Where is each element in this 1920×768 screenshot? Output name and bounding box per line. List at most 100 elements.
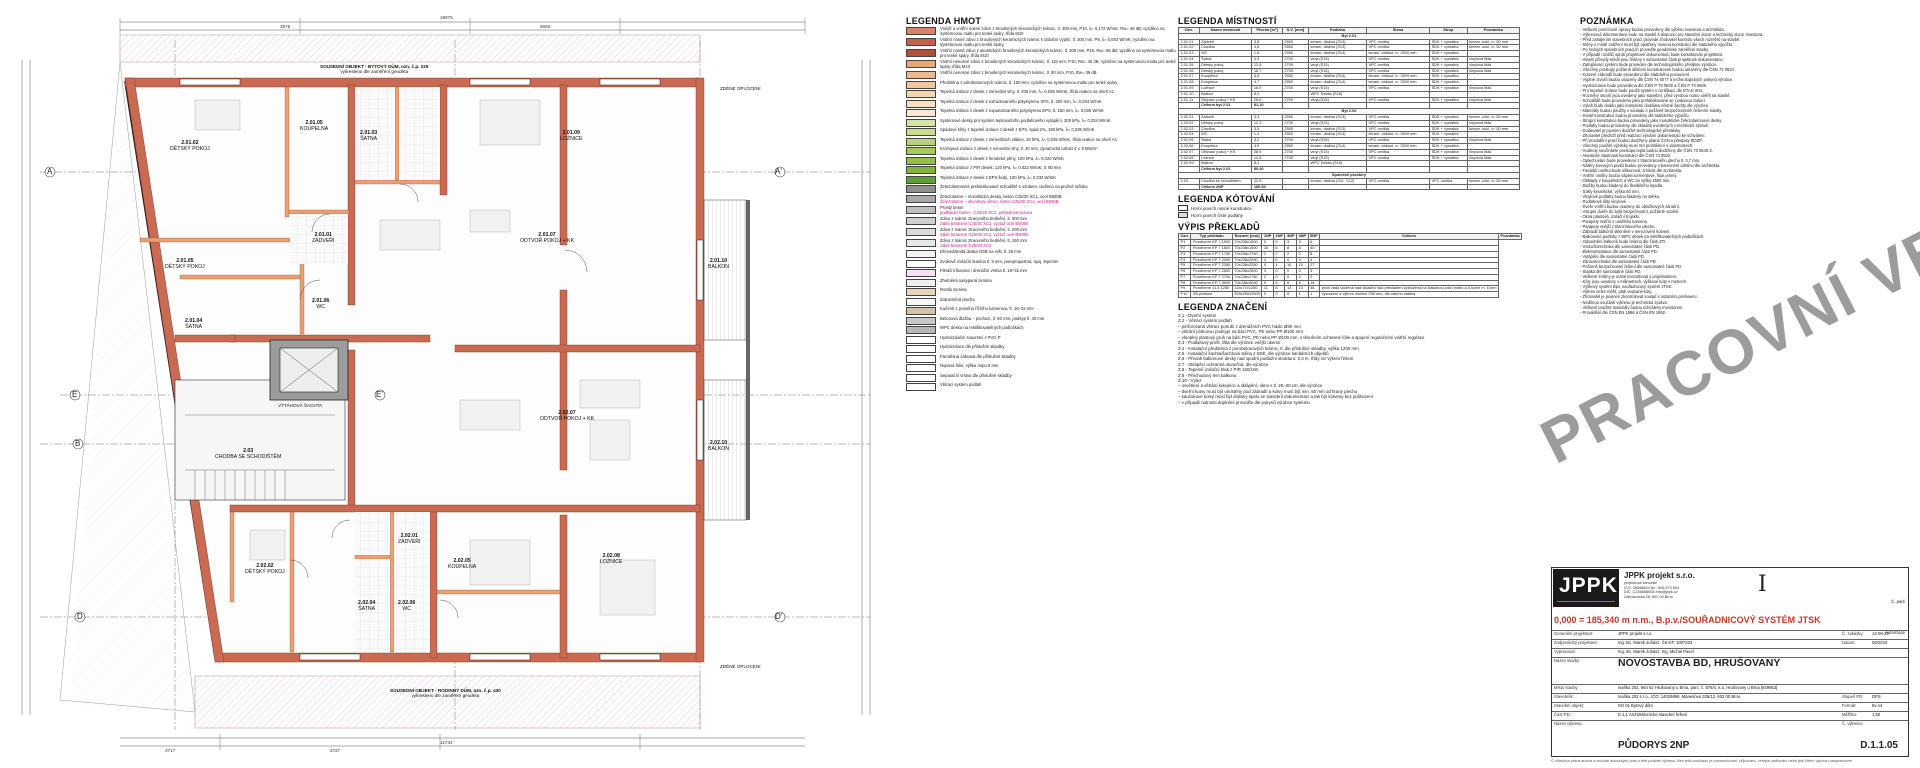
notes-list: - Veškeré povrchové úpravy budou provede… (1580, 27, 1910, 315)
axis-label-a: A (47, 167, 53, 176)
symbol-legend-item: Z.9 - Přechodový lem balkonu (1178, 372, 1237, 378)
dim-top-b: 6650 (540, 24, 551, 29)
material-swatch-icon (906, 166, 936, 175)
table-header: Poznámka (1497, 233, 1523, 241)
symbol-legend-item: Z.8 - Tepelně izolační blok z PIR 160/16… (1178, 367, 1258, 373)
axis-label-e-prime: E' (376, 390, 383, 399)
material-swatch-icon (906, 147, 936, 156)
note-line: - Parapety vnější z titanzinkového plech… (1580, 223, 1656, 229)
material-legend-item: Tepelná izolace z desek z minerální vlny… (906, 89, 1176, 99)
note-line: - Vzduchotechnika dle samostatné části P… (1580, 244, 1661, 250)
material-swatch-icon (906, 128, 936, 137)
dim-top-total: 19875 (440, 15, 453, 20)
title-block-row: Místo stavby:Ivaňka 202, 664 62 Hrušovan… (1552, 684, 1908, 693)
axis-label-b: B (75, 439, 81, 448)
altitude-reference: 0,000 = 185,340 m n.m., B.p.v./SOUŘADNIC… (1554, 615, 1821, 625)
note-fence-bottom: ZDĚNÉ OPLOCENÍ (720, 664, 761, 669)
material-swatch-icon (906, 250, 936, 259)
note-line: - Statika dle samostatné části PD. (1580, 269, 1642, 275)
note-line: - Sokly keramické, výška 50 mm. (1580, 188, 1640, 194)
material-legend-item: Dřevovláknitá deska OSB na rošt, tl. 25 … (906, 249, 1176, 259)
symbol-legend-item: Z.5 - Instalační šachta/šachtová stěna z… (1178, 350, 1329, 356)
material-legend-item: Větrací systém podlah (906, 382, 1176, 392)
section-label: Byt 2.01 (1178, 32, 1520, 40)
note-line: - Schodiště bude provedeno jako prefabri… (1580, 97, 1706, 103)
note-line: - Kotvení zábradlí bude provedeno dle st… (1580, 72, 1691, 78)
note-line: - Zábradlí balkónů skleněné v nerezovém … (1580, 228, 1671, 234)
material-legend-item: Zdivo z tvárnic ztraceného bednění, tl. … (906, 216, 1176, 227)
symbol-legend-item: – kaučukové kotvy musí být dodány spolu … (1178, 394, 1374, 400)
floor-plan: A A' E E' B D D' 19875 3575 6650 11734 3… (0, 0, 895, 768)
note-line: - Vinylové podlahy budou kladeny na stěr… (1580, 193, 1661, 199)
title-block-row: Generální projektant:JPPK projekt s.r.o.… (1552, 630, 1908, 639)
company-logo: JPPK (1553, 569, 1619, 607)
note-line: - Svislé konstrukce budou provedeny dle … (1580, 112, 1690, 118)
material-legend-item: Vnitřní nosné zdivo z akustických brouše… (906, 48, 1176, 59)
axis-label-a-prime: A' (775, 167, 782, 176)
material-legend-item: Separační vrstva dle příslušné skladby (906, 373, 1176, 382)
material-swatch-icon (906, 316, 936, 325)
material-swatch-icon (906, 38, 936, 47)
material-legend-item: Kačírek z praného říčního kameniva, fr. … (906, 306, 1176, 316)
section-label: Společné prostory (1178, 171, 1520, 179)
note-line: - Vnitřní omítky budou vápenocementové, … (1580, 173, 1678, 179)
note-line: - Fasádní omítka bude silikonová, zrnito… (1580, 168, 1683, 174)
drawing-name: PŮDORYS 2NP (1618, 740, 1690, 751)
material-legend-item: Tepelná izolace z desek z minerálních vl… (906, 137, 1176, 146)
dim-bottom-a: 3717 (165, 748, 176, 753)
note-line: - Zateplovací systém bude proveden dle t… (1580, 62, 1717, 68)
material-legend-item: Vnější a vnitřní nosné zdivo z broušenýc… (906, 26, 1176, 37)
symbol-legend-item: – větrání pískovou podsypí na bázi PVC, … (1178, 329, 1303, 335)
note-line: - Zdravotechnika dle samostatné části PD… (1580, 259, 1657, 265)
note-line: - Hodnoty součinitele prostupu tepla bud… (1580, 148, 1713, 154)
material-legend-item: Tepelná izolace z desek z fenolické pěny… (906, 156, 1176, 165)
dimension-symbol-icon (1178, 212, 1188, 219)
logo-text: JPPK (1559, 574, 1618, 597)
symbol-legend-item: Z.6 - Přesah balkónové desky nad spodní … (1178, 356, 1354, 362)
table-header: Název místnosti (1198, 27, 1253, 34)
dim-bottom-b: 3727 (330, 748, 341, 753)
title-block-row: Název výkresu:Č. výkresu: (1552, 720, 1908, 729)
title-block-row: Část PD:D.1.1 Architektonicko-stavební ř… (1552, 711, 1908, 720)
note-line: - Vytápění dle samostatné části PD. (1580, 254, 1645, 260)
material-legend-item: Tepelná izolace z desek z extrudovaného … (906, 99, 1176, 108)
material-legend-item: Betonová dlažba – pochozí, tl. 60 mm, po… (906, 316, 1176, 325)
material-swatch-icon (906, 354, 936, 363)
table-header: Rozměr [mm] (1231, 233, 1263, 241)
material-legend-item: Filtrační tkanina / drenážní vrstva tl. … (906, 268, 1176, 278)
material-legend-item: Tepelná izolace z desek z EPS šedý, 100 … (906, 175, 1176, 184)
material-legend-item: Zhutněná nasypaná zemina (906, 278, 1176, 287)
material-swatch-icon (906, 373, 936, 382)
symbol-legend-item: Z.7 - Sklápěcí ochranná slunečná, dle vý… (1178, 361, 1269, 367)
note-line: - V případě rozdílů oproti projektové do… (1580, 52, 1724, 58)
note-line: - Vstupní dveře do bytů bezpečnostní, po… (1580, 208, 1680, 214)
note-line: - Nedílnou součástí výkresu je technická… (1580, 299, 1668, 305)
note-line: - Před zahájením stavebních prací proved… (1580, 37, 1741, 43)
title-block-row: Vypracoval:Ing. Bc. Marek Juhász, Ing. M… (1552, 648, 1908, 657)
material-swatch-icon (906, 60, 936, 69)
dimension-lines (21, 18, 871, 750)
material-legend-item: Rostlá zemina (906, 287, 1176, 297)
